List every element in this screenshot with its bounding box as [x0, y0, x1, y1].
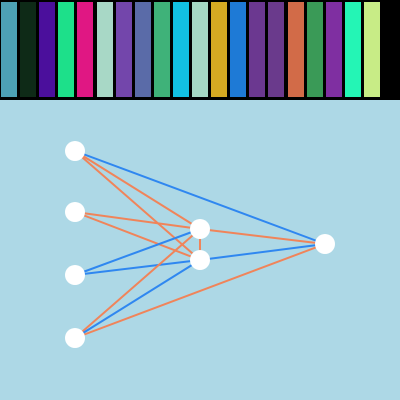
- color-palette-bar: [0, 0, 400, 100]
- palette-swatch-1: [1, 2, 17, 97]
- edge-i3-h2: [74, 259, 201, 276]
- network-diagram: [65, 141, 335, 348]
- palette-swatch-19: [345, 2, 361, 97]
- palette-swatch-3: [39, 2, 55, 97]
- palette-swatch-15: [268, 2, 284, 97]
- edge-i4-o1: [74, 243, 326, 339]
- palette-swatch-16: [288, 2, 304, 97]
- edge-i2-h1: [74, 211, 201, 230]
- palette-swatch-10: [173, 2, 189, 97]
- palette-swatch-18: [326, 2, 342, 97]
- node-i2: [65, 202, 85, 222]
- edge-h1-o1: [199, 228, 326, 245]
- palette-swatch-6: [97, 2, 113, 97]
- edge-i1-h1: [74, 150, 201, 230]
- palette-swatch-8: [135, 2, 151, 97]
- edge-i2-h2: [74, 211, 201, 261]
- node-i4: [65, 328, 85, 348]
- node-o1: [315, 234, 335, 254]
- palette-swatch-2: [20, 2, 36, 97]
- palette-swatch-13: [230, 2, 246, 97]
- edges-group: [74, 150, 326, 339]
- edge-i3-h1: [74, 228, 201, 276]
- palette-swatch-12: [211, 2, 227, 97]
- node-h2: [190, 250, 210, 270]
- nodes-group: [65, 141, 335, 348]
- palette-swatch-20: [364, 2, 380, 97]
- edge-i4-h2: [74, 259, 201, 339]
- palette-swatch-9: [154, 2, 170, 97]
- node-h1: [190, 219, 210, 239]
- palette-swatch-7: [116, 2, 132, 97]
- palette-swatch-14: [249, 2, 265, 97]
- node-i1: [65, 141, 85, 161]
- palette-swatch-5: [77, 2, 93, 97]
- edge-i1-h2: [74, 150, 201, 261]
- edge-h2-o1: [199, 243, 326, 261]
- edge-i4-h1: [74, 228, 201, 339]
- palette-swatch-11: [192, 2, 208, 97]
- palette-swatch-17: [307, 2, 323, 97]
- palette-swatch-4: [58, 2, 74, 97]
- edge-i1-o1: [74, 150, 326, 245]
- node-i3: [65, 265, 85, 285]
